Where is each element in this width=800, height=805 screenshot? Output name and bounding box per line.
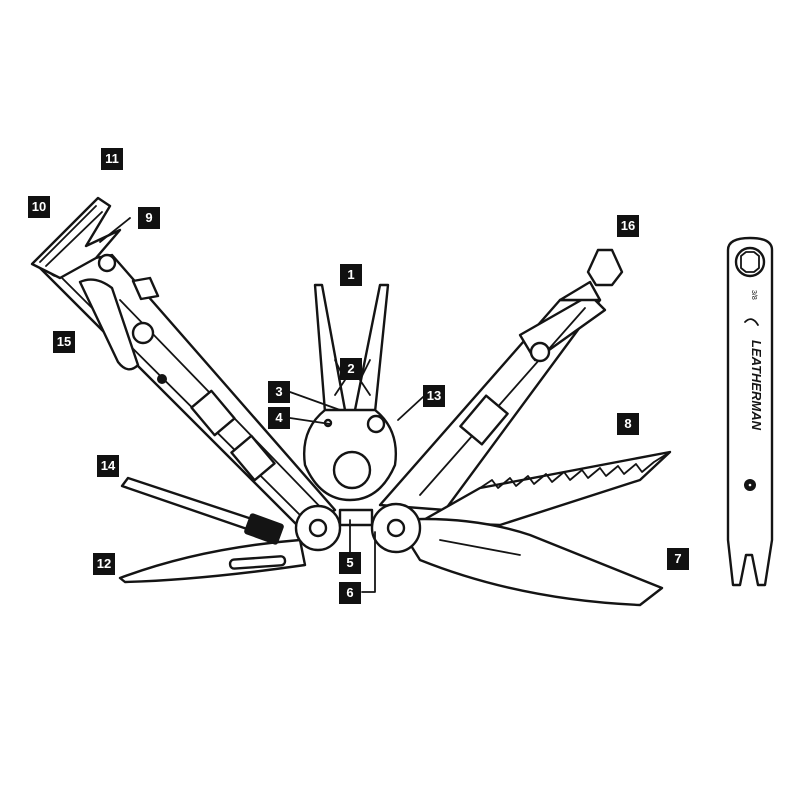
callout-7: 7: [667, 548, 689, 570]
file-tool: [30, 196, 122, 280]
callout-6: 6: [339, 582, 361, 604]
pivots: [294, 502, 422, 554]
callout-14: 14: [97, 455, 119, 477]
pliers: [303, 283, 397, 502]
main-knife: [393, 517, 664, 607]
left-handle: [38, 253, 337, 530]
callout-15: 15: [53, 331, 75, 353]
callout-4: 4: [268, 407, 290, 429]
callout-8: 8: [617, 413, 639, 435]
size-marking: 3/8: [750, 290, 757, 300]
callout-12: 12: [93, 553, 115, 575]
right-handle: [378, 248, 624, 512]
bit-driver-card: 3/8 LEATHERMAN: [726, 236, 774, 587]
brand-logo-icon: [744, 318, 759, 326]
callout-3: 3: [268, 381, 290, 403]
brand-text: LEATHERMAN: [749, 340, 764, 431]
callout-5: 5: [339, 552, 361, 574]
callout-13: 13: [423, 385, 445, 407]
callout-10: 10: [28, 196, 50, 218]
serrated-knife: [118, 538, 307, 584]
callout-16: 16: [617, 215, 639, 237]
callout-1: 1: [340, 264, 362, 286]
awl: [120, 476, 284, 545]
leader-lines: [99, 217, 424, 593]
callout-9: 9: [138, 207, 160, 229]
callout-11: 11: [101, 148, 123, 170]
callout-2: 2: [340, 358, 362, 380]
